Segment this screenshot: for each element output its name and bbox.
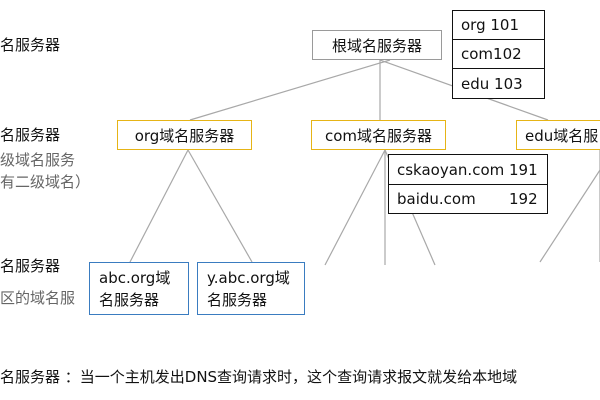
- org-server-label: org域名服务器: [134, 126, 235, 145]
- edge-root-org: [189, 59, 391, 121]
- edge-edu-child-1: [539, 169, 600, 263]
- com-table-row: cskaoyan.com 191: [389, 155, 547, 185]
- com-table-domain: baidu.com: [397, 190, 476, 208]
- abc-org-server-line1: abc.org域: [99, 268, 171, 287]
- y-abc-org-server-box: y.abc.org域 名服务器: [197, 262, 305, 315]
- root-table-cell: org 101: [461, 16, 520, 34]
- local-dns-description: 名服务器 ：当一个主机发出DNS查询请求时，这个查询请求报文就发给本地域: [0, 368, 518, 386]
- edge-com-child-1: [324, 149, 386, 266]
- y-abc-org-server-line1: y.abc.org域: [207, 268, 290, 287]
- authoritative-level-label: 名服务器: [0, 257, 61, 275]
- tld-level-label: 名服务器: [0, 126, 61, 144]
- edu-server-box: edu域名服: [516, 120, 600, 150]
- com-table-row: baidu.com 192: [389, 185, 547, 213]
- y-abc-org-server-line2: 名服务器: [207, 290, 268, 309]
- root-level-label: 名服务器: [0, 36, 61, 54]
- root-server-label: 根域名服务器: [331, 36, 422, 55]
- com-table-domain: cskaoyan.com: [397, 160, 505, 179]
- edge-org-yabc: [187, 149, 253, 263]
- org-server-box: org域名服务器: [117, 120, 252, 150]
- com-server-label: com域名服务器: [324, 126, 433, 145]
- edge-org-abc: [129, 149, 189, 263]
- edu-server-label: edu域名服: [525, 126, 599, 145]
- root-table-cell: edu 103: [461, 74, 523, 93]
- root-table: org 101 com102 edu 103: [452, 10, 545, 99]
- authoritative-level-note: 区的域名服: [0, 289, 76, 307]
- root-server-box: 根域名服务器: [312, 30, 442, 60]
- com-server-box: com域名服务器: [311, 120, 446, 150]
- tld-level-note-2: 有二级域名）: [0, 173, 91, 191]
- com-table: cskaoyan.com 191 baidu.com 192: [388, 154, 548, 214]
- root-table-row: com102: [453, 40, 544, 69]
- tld-level-note-1: 级域名服务: [0, 151, 76, 169]
- root-table-row: org 101: [453, 11, 544, 40]
- root-table-row: edu 103: [453, 69, 544, 98]
- abc-org-server-box: abc.org域 名服务器: [89, 262, 189, 315]
- com-table-ip: 192: [509, 190, 538, 208]
- abc-org-server-line2: 名服务器: [99, 290, 160, 309]
- com-table-ip: 191: [509, 160, 538, 179]
- root-table-cell: com102: [461, 45, 522, 63]
